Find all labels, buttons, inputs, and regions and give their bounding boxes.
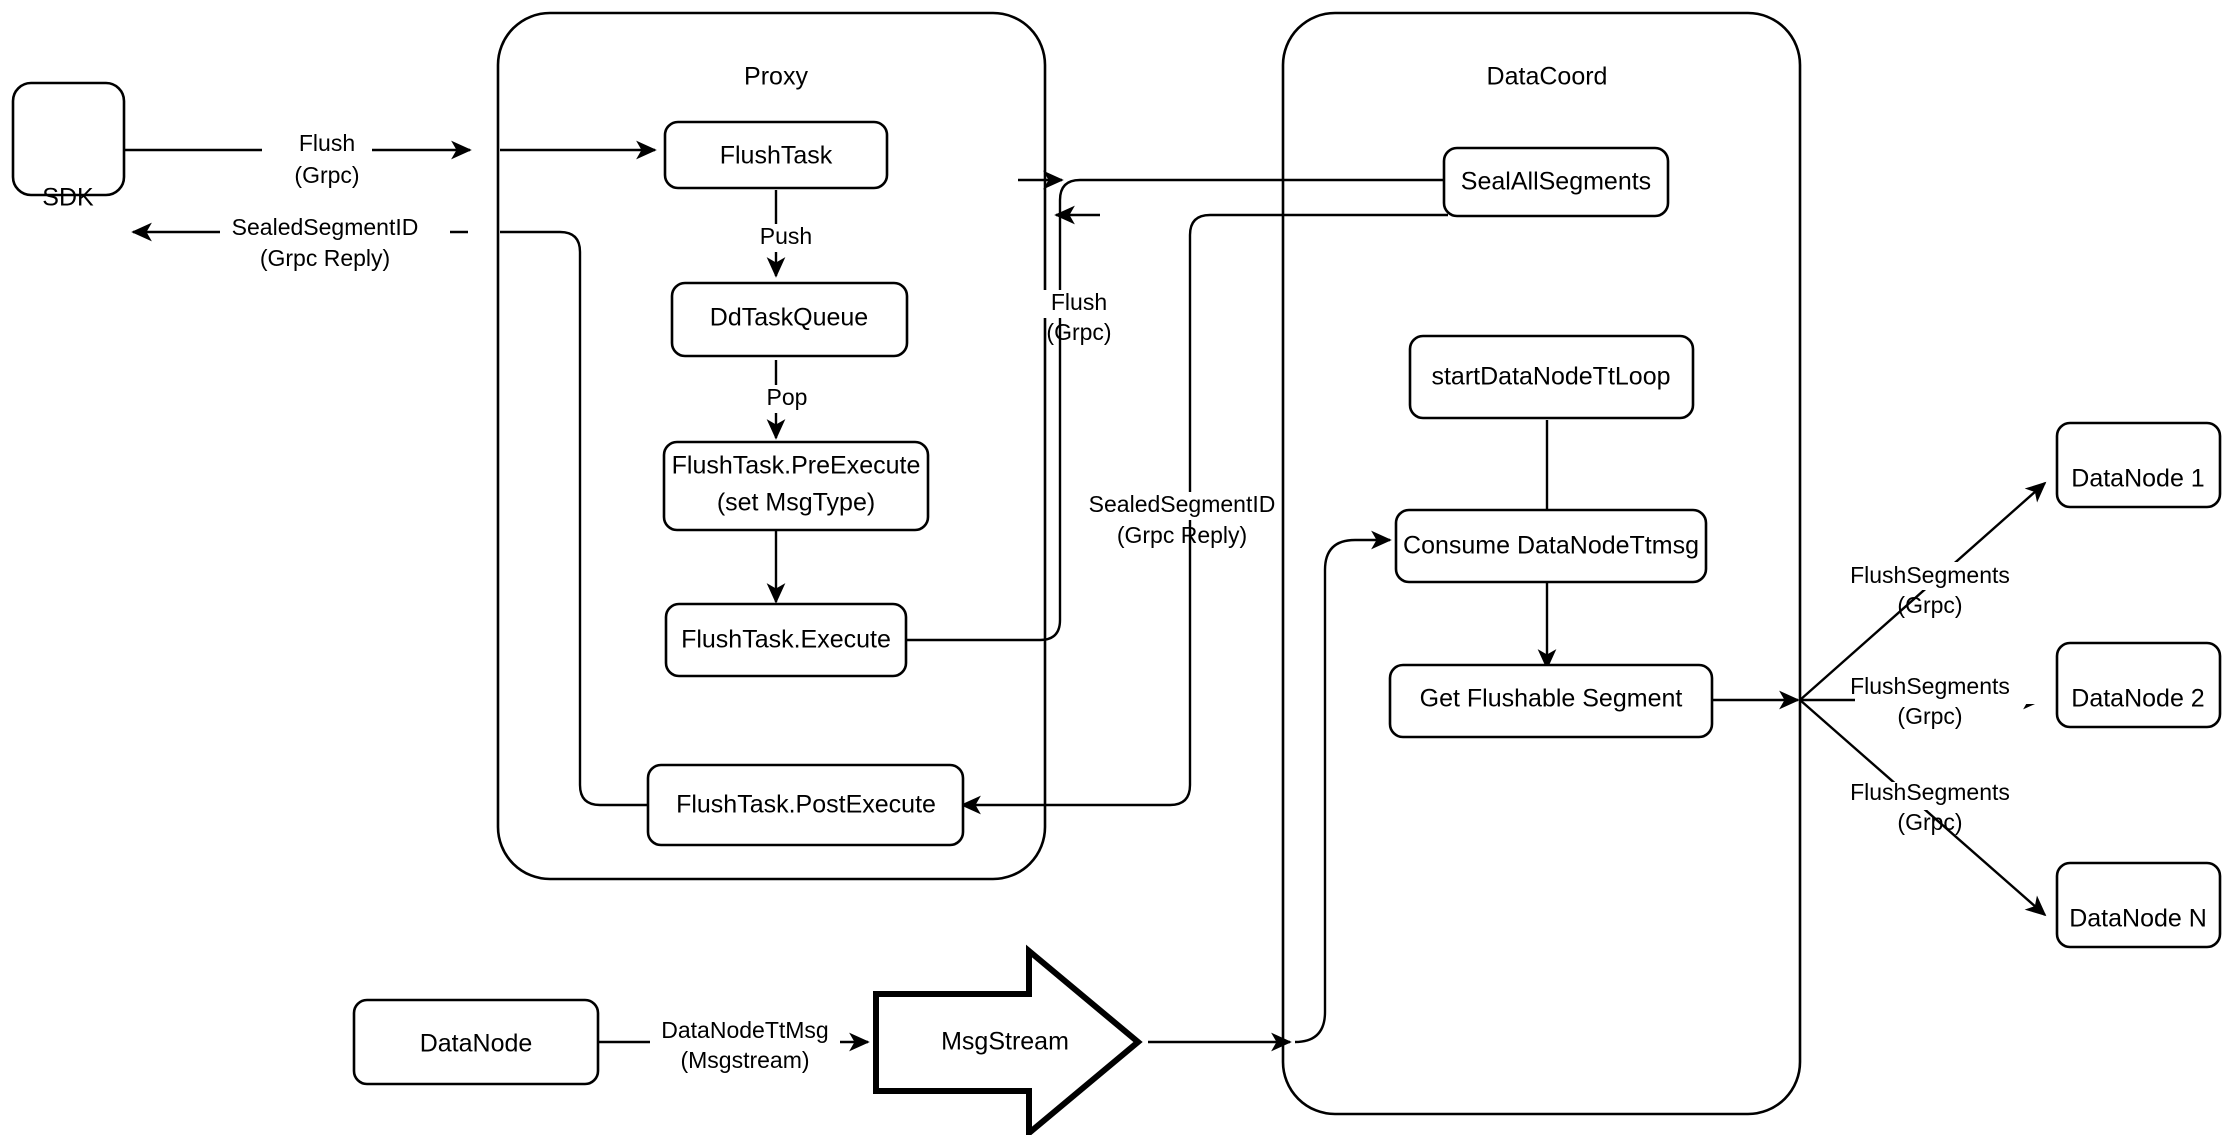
consume-datanodettmsg-label: Consume DataNodeTtmsg: [1403, 532, 1699, 560]
node-getflushablesegment[interactable]: Get Flushable Segment: [1388, 663, 1714, 739]
getflushablesegment-label: Get Flushable Segment: [1420, 685, 1683, 713]
datanode-2-label: DataNode 2: [2071, 685, 2204, 713]
preexecute-box[interactable]: [662, 440, 930, 532]
edge-label-pop: Pop: [742, 384, 814, 413]
node-postexecute[interactable]: FlushTask.PostExecute: [646, 763, 965, 847]
edge-label-flushsegments1-line2: (Grpc): [1897, 592, 1962, 618]
flushtask-label: FlushTask: [720, 142, 833, 170]
proxy-container: [496, 11, 1047, 881]
edge-ttmsg-to-consume: [1294, 530, 1392, 1044]
edge-label-sdk-to-proxy: Flush (Grpc): [262, 126, 372, 188]
flushtask-box[interactable]: [663, 120, 889, 190]
edge-label-proxy-to-sdk: SealedSegmentID (Grpc Reply): [220, 214, 450, 271]
datanode-1-box[interactable]: [2055, 421, 2222, 509]
consume-datanodettmsg-box[interactable]: [1394, 508, 1708, 584]
execute-label: FlushTask.Execute: [681, 626, 891, 654]
edge-label-flushsegmentsn-line2: (Grpc): [1897, 809, 1962, 835]
ddtaskqueue-box[interactable]: [670, 281, 909, 358]
datacoord-label: DataCoord: [1487, 63, 1608, 91]
edge-label-flushsegments2-line2: (Grpc): [1897, 703, 1962, 729]
edge-label-flush-grpc-line2: (Grpc): [294, 162, 359, 188]
edge-label-pop-text: Pop: [767, 384, 808, 410]
datanode-n-label: DataNode N: [2069, 905, 2207, 933]
postexecute-label: FlushTask.PostExecute: [676, 791, 936, 819]
node-ddtaskqueue[interactable]: DdTaskQueue: [670, 281, 909, 358]
sealallsegments-box[interactable]: [1442, 146, 1670, 218]
edge-label-flushsegments-n: FlushSegments (Grpc): [1850, 779, 2045, 835]
edge-label-flushsegments-2: FlushSegments (Grpc): [1850, 673, 2045, 729]
edge-label-flush-coord-line2: (Grpc): [1046, 319, 1111, 345]
node-consume-datanodettmsg[interactable]: Consume DataNodeTtmsg: [1394, 508, 1708, 584]
startdatanodettloop-label: startDataNodeTtLoop: [1431, 363, 1670, 391]
proxy-label: Proxy: [744, 63, 808, 91]
node-execute[interactable]: FlushTask.Execute: [664, 602, 908, 678]
group-proxy: Proxy: [496, 11, 1047, 881]
preexecute-label-line2: (set MsgType): [717, 489, 875, 517]
edge-label-sealedsegmentid-line1: SealedSegmentID: [232, 214, 419, 240]
datanode-source-label: DataNode: [420, 1030, 533, 1058]
edge-label-datanode-ttmsg: DataNodeTtMsg (Msgstream): [650, 1017, 840, 1073]
node-flushtask[interactable]: FlushTask: [663, 120, 889, 190]
datacoord-container: [1281, 11, 1802, 1116]
ddtaskqueue-label: DdTaskQueue: [710, 304, 868, 332]
edge-label-flushsegments1-line1: FlushSegments: [1850, 562, 2010, 588]
edge-label-flushsegments-1: FlushSegments (Grpc): [1850, 562, 2045, 618]
edge-label-flushsegments2-line1: FlushSegments: [1850, 673, 2010, 699]
edge-label-datanodettmsg-line2: (Msgstream): [680, 1047, 809, 1073]
edge-label-flush-grpc-line1: Flush: [299, 130, 355, 156]
startdatanodettloop-box[interactable]: [1408, 334, 1695, 420]
edge-label-flush-coord-line1: Flush: [1051, 289, 1107, 315]
msgstream-label: MsgStream: [941, 1028, 1069, 1056]
datanode-source-box[interactable]: [352, 998, 600, 1086]
edge-label-sealedsegmentid-coord-line1: SealedSegmentID: [1089, 491, 1276, 517]
edge-execute-to-sealallsegments: [906, 170, 1482, 642]
node-msgstream[interactable]: MsgStream: [873, 944, 1143, 1135]
node-datanode-source[interactable]: DataNode: [352, 998, 600, 1086]
getflushablesegment-box[interactable]: [1388, 663, 1714, 739]
edge-label-push: Push: [740, 223, 815, 252]
msgstream-arrow-shape[interactable]: [873, 944, 1143, 1135]
edge-postexecute-to-reply: [500, 230, 650, 807]
group-datacoord: DataCoord: [1281, 11, 1802, 1116]
node-sealallsegments[interactable]: SealAllSegments: [1442, 146, 1670, 218]
preexecute-label-line1: FlushTask.PreExecute: [672, 452, 921, 480]
sdk-box[interactable]: [11, 81, 126, 197]
datanode-n-box[interactable]: [2055, 861, 2222, 949]
edge-label-proxy-to-coord: Flush (Grpc): [1020, 289, 1112, 345]
sdk-label: SDK: [42, 184, 94, 212]
node-datanode-2[interactable]: DataNode 2: [2055, 641, 2222, 729]
edge-label-sealedsegmentid-coord-line2: (Grpc Reply): [1117, 522, 1247, 548]
sealallsegments-label: SealAllSegments: [1461, 168, 1651, 196]
edge-label-coord-to-proxy: SealedSegmentID (Grpc Reply): [1089, 491, 1280, 548]
edge-label-flushsegmentsn-line1: FlushSegments: [1850, 779, 2010, 805]
edge-label-datanodettmsg-line1: DataNodeTtMsg: [661, 1017, 828, 1043]
datanode-2-box[interactable]: [2055, 641, 2222, 729]
edge-label-sealedsegmentid-line2: (Grpc Reply): [260, 245, 390, 271]
node-startdatanodettloop[interactable]: startDataNodeTtLoop: [1408, 334, 1695, 420]
edge-flushsegments-datanode1: [1799, 481, 2047, 701]
node-datanode-n[interactable]: DataNode N: [2055, 861, 2222, 949]
datanode-1-label: DataNode 1: [2071, 465, 2204, 493]
node-datanode-1[interactable]: DataNode 1: [2055, 421, 2222, 509]
edge-label-push-text: Push: [760, 223, 812, 249]
postexecute-box[interactable]: [646, 763, 965, 847]
node-preexecute[interactable]: FlushTask.PreExecute (set MsgType): [662, 440, 930, 532]
node-sdk[interactable]: SDK: [11, 81, 126, 212]
execute-box[interactable]: [664, 602, 908, 678]
